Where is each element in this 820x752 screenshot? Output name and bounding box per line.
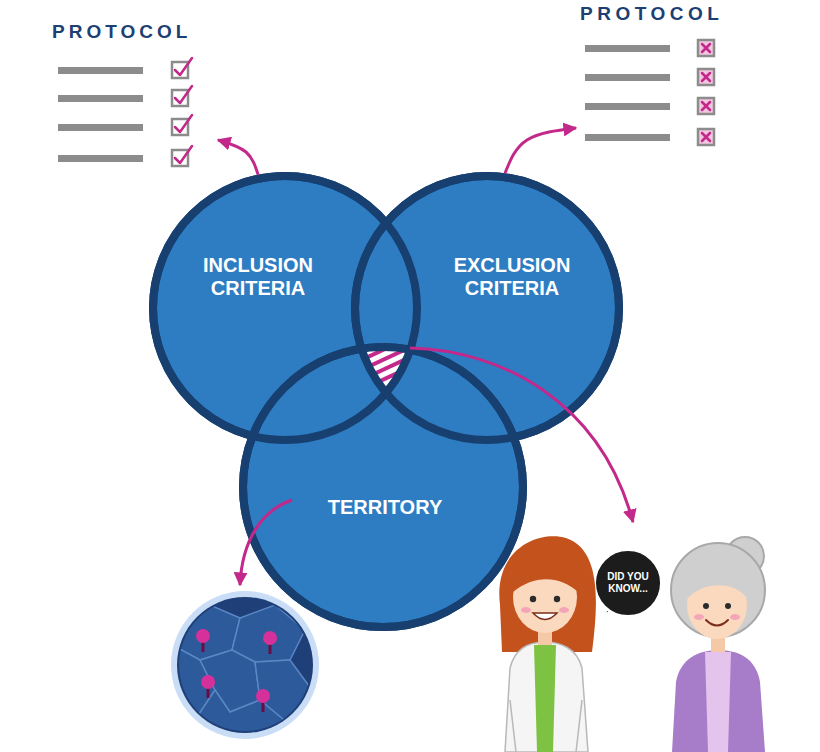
circle-shape: [239, 343, 527, 631]
leader-arrow: [410, 348, 633, 522]
globe-map: [171, 591, 319, 740]
territory-circle: TERRITORY: [239, 343, 527, 631]
checklist-right: [585, 40, 714, 145]
circle-label: EXCLUSION CRITERIA: [442, 254, 582, 300]
patient-figure: [671, 537, 765, 752]
venn-outlines: [153, 176, 619, 627]
speech-bubble: DID YOU KNOW...: [593, 548, 663, 618]
doctor-figure: [499, 536, 596, 752]
circle-label: INCLUSION CRITERIA: [188, 254, 328, 300]
connector-arrow: [505, 128, 576, 173]
connector-arrow: [218, 140, 258, 175]
bubble-text: DID YOU KNOW...: [603, 571, 653, 594]
list-heading: PROTOCOL: [576, 0, 748, 29]
protocol-checklist: PROTOCOL: [48, 18, 218, 158]
checklist-left: [58, 58, 192, 166]
leader-arrow: [240, 500, 292, 585]
circle-label: TERRITORY: [328, 496, 442, 519]
protocol-checklist: PROTOCOL: [576, 0, 748, 150]
list-heading: PROTOCOL: [48, 18, 218, 47]
intersection-hatch: [280, 230, 500, 460]
